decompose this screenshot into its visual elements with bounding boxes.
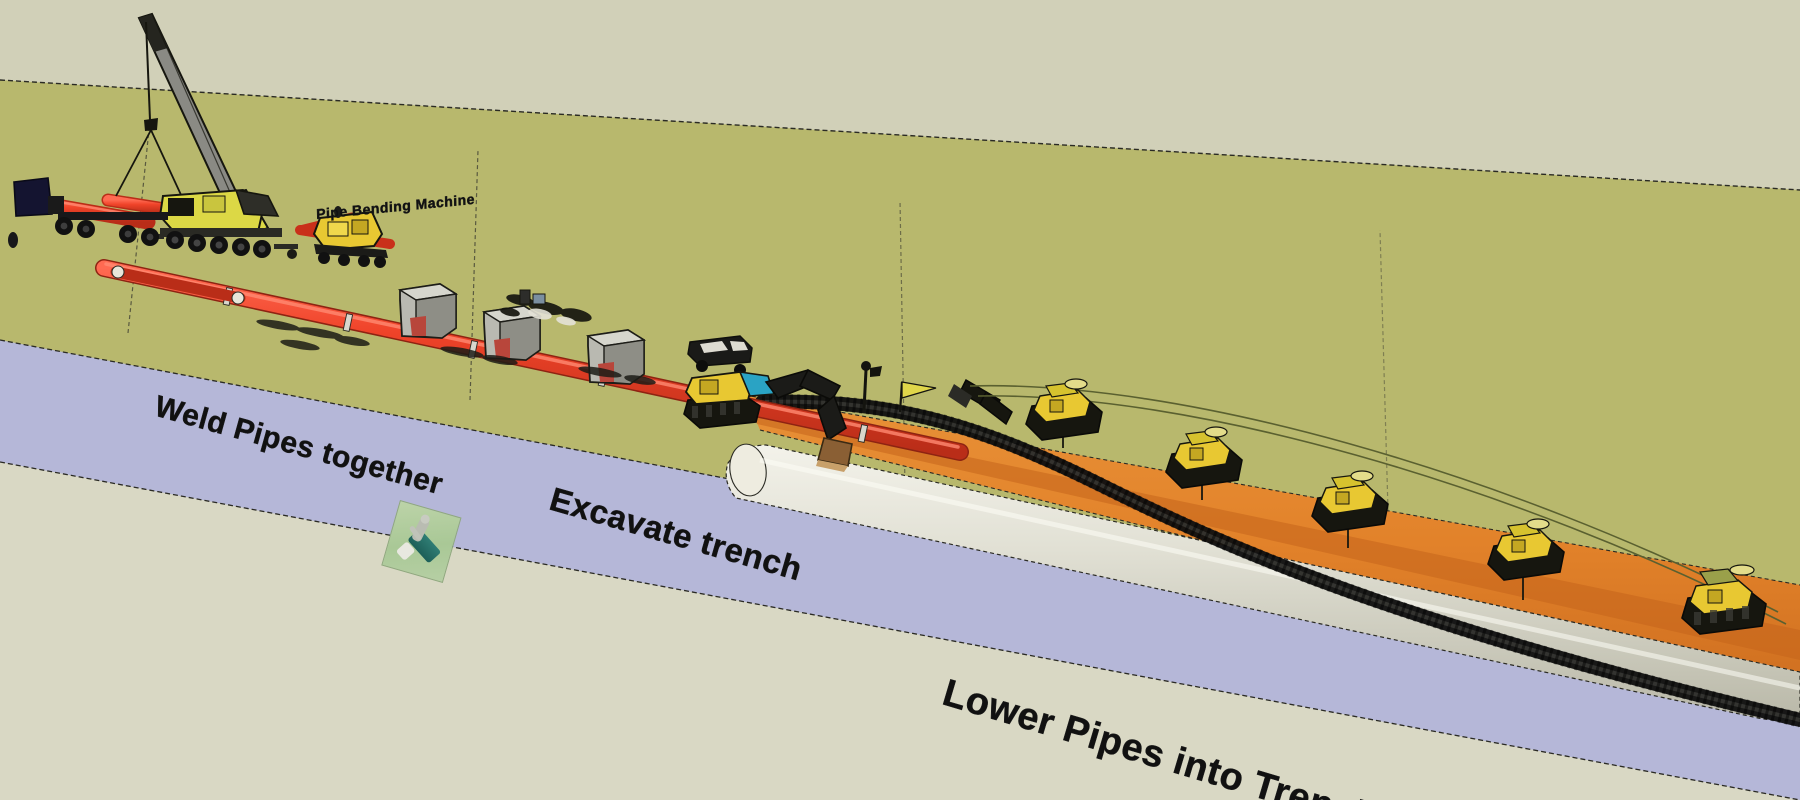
sideboom-tractor-icon-5 (1681, 564, 1767, 635)
pipe-bending-machine-icon (312, 206, 388, 268)
survey-flag-icon (898, 381, 937, 413)
service-van-icon (687, 335, 753, 376)
sideboom-tractor-icon-2 (1165, 426, 1243, 500)
trench-excavator-icon (683, 368, 853, 472)
welding-shelter-group (256, 283, 656, 385)
sideboom-tractor-icon-3 (1311, 470, 1389, 548)
survey-worker-icon (861, 361, 882, 411)
mobile-crane-icon (115, 12, 298, 259)
sideboom-tractor-icon-1 (1025, 378, 1103, 448)
pipe-delivery-truck-icon (8, 177, 168, 248)
sideboom-tractor-icon-4 (1487, 518, 1565, 600)
